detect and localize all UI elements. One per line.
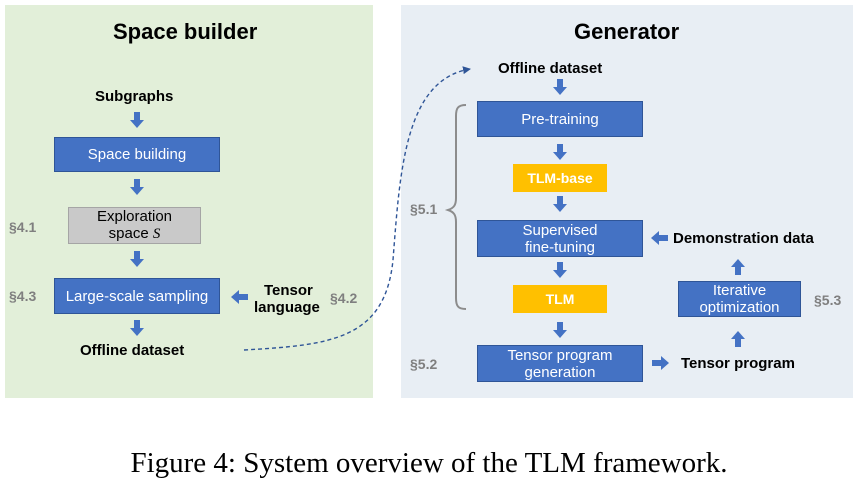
tensor-program-label: Tensor program bbox=[681, 355, 795, 372]
down-arrows-left bbox=[130, 112, 144, 336]
section-4-1-label: §4.1 bbox=[9, 219, 37, 235]
down-arrow-icon bbox=[130, 112, 144, 128]
down-arrows-right bbox=[553, 79, 567, 338]
left-arrow-icon bbox=[651, 231, 668, 245]
right-arrow-icon bbox=[652, 356, 669, 370]
section-5-1-bracket bbox=[444, 104, 467, 310]
offline-dataset-left-label: Offline dataset bbox=[80, 342, 185, 359]
pre-training-label: Pre-training bbox=[521, 110, 599, 128]
exploration-space-box: Exploration space S bbox=[68, 207, 201, 244]
left-arrow-icon bbox=[231, 290, 248, 304]
space-builder-panel bbox=[5, 5, 373, 398]
pre-training-box: Pre-training bbox=[477, 101, 643, 137]
figure-caption: Figure 4: System overview of the TLM fra… bbox=[130, 447, 728, 479]
section-4-3-label: §4.3 bbox=[9, 288, 37, 304]
tpg-line2: generation bbox=[524, 363, 596, 381]
down-arrow-icon bbox=[130, 320, 144, 336]
section-5-1-label: §5.1 bbox=[410, 201, 438, 217]
large-scale-sampling-label: Large-scale sampling bbox=[65, 287, 209, 305]
tensor-language-line1: Tensor bbox=[264, 282, 313, 299]
down-arrow-icon bbox=[553, 144, 567, 160]
up-arrow-icon bbox=[731, 331, 745, 347]
exploration-space-line1: Exploration bbox=[96, 208, 173, 225]
section-4-2-label: §4.2 bbox=[330, 290, 358, 306]
iterative-optimization-line1: Iterative bbox=[712, 282, 767, 299]
demonstration-data-label: Demonstration data bbox=[673, 230, 814, 247]
section-5-3-label: §5.3 bbox=[814, 292, 842, 308]
section-5-2-label: §5.2 bbox=[410, 356, 438, 372]
up-arrows bbox=[731, 259, 745, 347]
space-building-box: Space building bbox=[54, 137, 220, 172]
down-arrow-icon bbox=[553, 322, 567, 338]
exploration-space-symbol: S bbox=[152, 226, 161, 242]
down-arrow-icon bbox=[553, 79, 567, 95]
generator-panel bbox=[401, 5, 853, 398]
iterative-optimization-line2: optimization bbox=[699, 299, 780, 316]
space-builder-title: Space builder bbox=[113, 19, 258, 44]
exploration-space-line2: space S bbox=[108, 225, 161, 242]
tensor-language-line2: language bbox=[254, 299, 320, 316]
tlm-base-box: TLM-base bbox=[513, 164, 607, 192]
up-arrow-icon bbox=[731, 259, 745, 275]
tpg-line1: Tensor program bbox=[507, 346, 613, 364]
iterative-optimization-box: Iterative optimization bbox=[678, 281, 801, 317]
tlm-base-label: TLM-base bbox=[527, 169, 593, 186]
dataset-transfer-connector bbox=[243, 66, 471, 351]
tlm-box: TLM bbox=[513, 285, 607, 313]
down-arrow-icon bbox=[553, 262, 567, 278]
tensor-program-generation-box: Tensor program generation bbox=[477, 345, 643, 382]
sft-line2: fine-tuning bbox=[524, 238, 596, 256]
generator-title: Generator bbox=[574, 19, 680, 44]
supervised-fine-tuning-box: Supervised fine-tuning bbox=[477, 220, 643, 257]
offline-dataset-right-label: Offline dataset bbox=[498, 60, 603, 77]
sft-line1: Supervised bbox=[522, 221, 598, 239]
down-arrow-icon bbox=[553, 196, 567, 212]
space-building-label: Space building bbox=[87, 146, 187, 163]
tlm-label: TLM bbox=[545, 290, 575, 307]
down-arrow-icon bbox=[130, 251, 144, 267]
large-scale-sampling-box: Large-scale sampling bbox=[54, 278, 220, 314]
subgraphs-label: Subgraphs bbox=[95, 88, 174, 105]
down-arrow-icon bbox=[130, 179, 144, 195]
